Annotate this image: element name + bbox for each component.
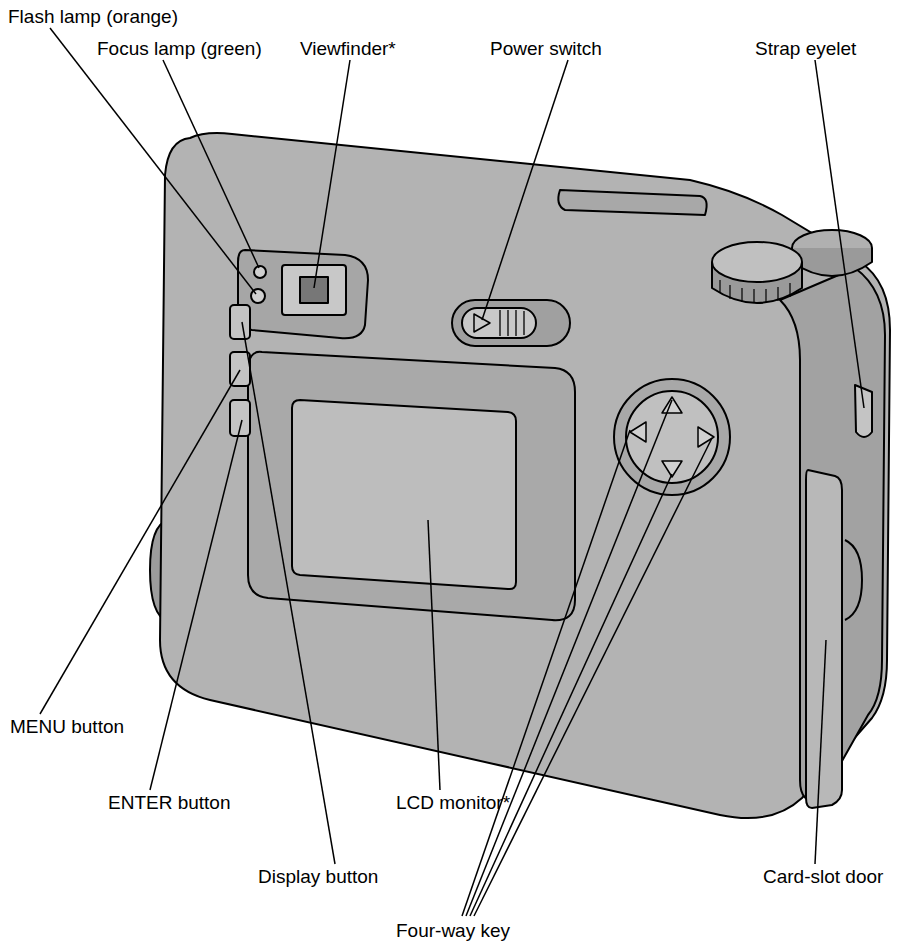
switch-slot xyxy=(452,300,570,346)
leader-line xyxy=(815,60,864,408)
power-switch xyxy=(462,308,536,338)
leader-line xyxy=(462,430,630,916)
part-label: LCD monitor* xyxy=(396,792,510,814)
leader-line xyxy=(50,28,256,294)
leader-line xyxy=(466,400,672,916)
part-label: Card-slot door xyxy=(763,866,883,888)
leader-line xyxy=(428,520,440,790)
viewfinder-window xyxy=(282,265,346,315)
part-label: ENTER button xyxy=(108,792,231,814)
leader-line xyxy=(40,370,240,714)
viewfinder-eyepiece xyxy=(300,277,328,303)
part-label: Display button xyxy=(258,866,378,888)
leader-line xyxy=(474,438,712,916)
four-way-ring xyxy=(614,379,730,495)
part-label: Flash lamp (orange) xyxy=(8,6,178,28)
part-label: Viewfinder* xyxy=(300,38,396,60)
mode-dial-rear-side xyxy=(792,248,872,276)
part-label: Power switch xyxy=(490,38,602,60)
display-button xyxy=(230,305,250,339)
leader-line xyxy=(470,474,672,916)
display-bezel xyxy=(248,352,575,620)
top-hump xyxy=(558,190,706,215)
card-slot-door xyxy=(806,470,842,808)
part-label: Four-way key xyxy=(396,920,510,942)
leader-line xyxy=(815,640,826,864)
leader-line xyxy=(163,60,259,268)
strap-eyelet xyxy=(855,385,872,437)
part-label: Strap eyelet xyxy=(755,38,856,60)
camera-body xyxy=(160,133,890,818)
focus-lamp xyxy=(254,266,266,278)
leader-line xyxy=(242,322,335,864)
leader-line xyxy=(314,60,350,288)
lcd-monitor xyxy=(292,400,516,589)
part-label: MENU button xyxy=(10,716,124,738)
leader-line xyxy=(150,420,242,790)
part-label: Focus lamp (green) xyxy=(97,38,262,60)
leader-line xyxy=(482,60,568,320)
dial-top xyxy=(712,242,802,282)
four-way-key xyxy=(626,391,718,483)
door-latch xyxy=(845,540,862,620)
